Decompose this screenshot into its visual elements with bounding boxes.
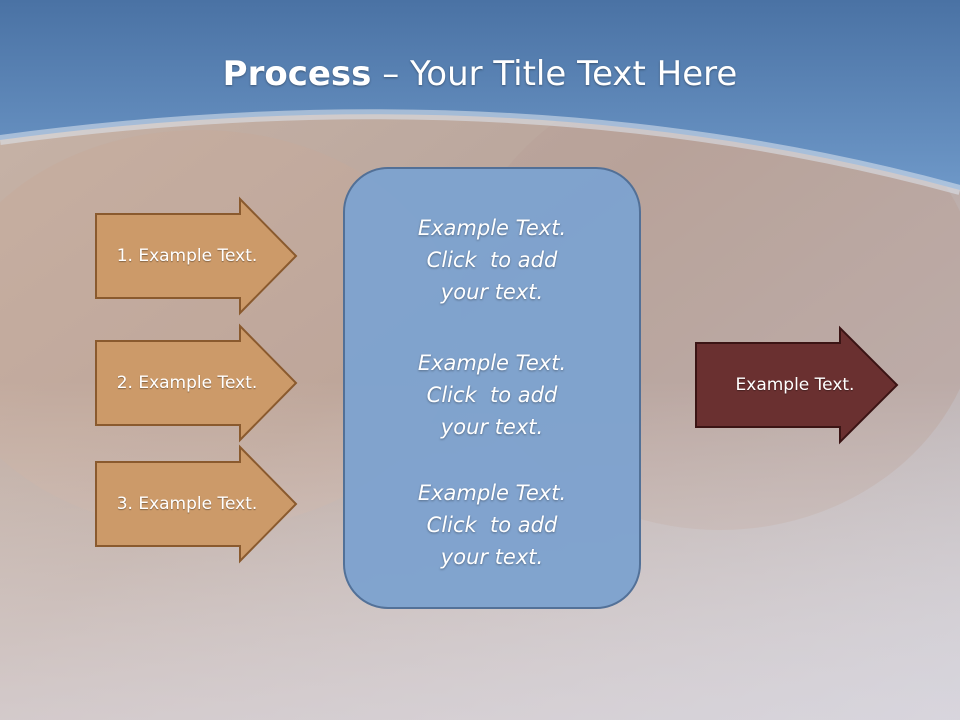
center-block-3-line-2: Click to add [426, 513, 558, 537]
output-arrow[interactable] [695, 325, 899, 445]
center-block-3-line-3: your text. [440, 545, 544, 569]
center-text-block-2: Example Text. Click to add your text. [350, 347, 634, 443]
center-box[interactable] [343, 167, 641, 609]
input-arrow-3[interactable] [95, 444, 298, 564]
output-arrow-label: Example Text. [735, 375, 855, 395]
input-arrow-1-label: 1. Example Text. [116, 246, 258, 266]
center-text-block-1: Example Text. Click to add your text. [350, 212, 634, 308]
center-block-2-line-1: Example Text. [417, 351, 567, 375]
title-bold: Process [222, 54, 372, 94]
center-block-2-line-2: Click to add [426, 383, 558, 407]
header-band [0, 0, 960, 190]
center-block-1-line-3: your text. [440, 280, 544, 304]
center-block-3-line-1: Example Text. [417, 481, 567, 505]
center-text-block-3: Example Text. Click to add your text. [350, 477, 634, 573]
slide-title: Process – Your Title Text Here [0, 50, 960, 98]
header-curve [0, 109, 960, 195]
center-block-1-line-1: Example Text. [417, 216, 567, 240]
input-arrow-2[interactable] [95, 323, 298, 443]
input-arrow-3-label: 3. Example Text. [116, 494, 258, 514]
input-arrow-2-label: 2. Example Text. [116, 373, 258, 393]
input-arrow-1[interactable] [95, 196, 298, 316]
center-block-2-line-3: your text. [440, 415, 544, 439]
title-separator: – [371, 54, 411, 94]
title-rest: Your Title Text Here [410, 54, 738, 94]
center-block-1-line-2: Click to add [426, 248, 558, 272]
